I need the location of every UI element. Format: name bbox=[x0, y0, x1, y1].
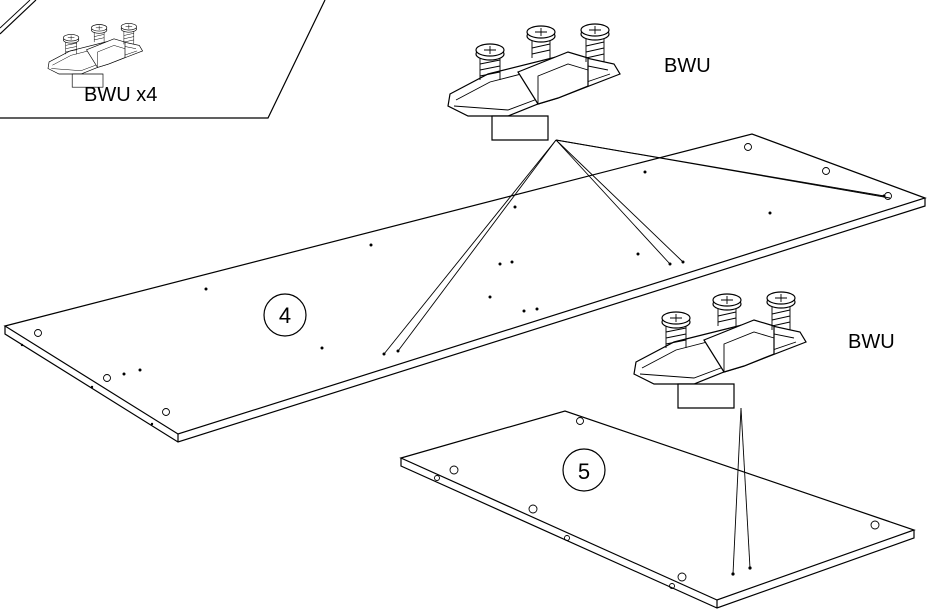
fitting-label-right: BWU bbox=[848, 331, 895, 353]
bwu-fitting-right: BWU bbox=[633, 291, 895, 575]
guide-lines-top bbox=[383, 139, 891, 355]
part-number-4: 4 bbox=[263, 293, 307, 337]
hardware-callout: BWU x4 bbox=[0, 0, 326, 119]
svg-text:4: 4 bbox=[279, 303, 291, 328]
part-number-5: 5 bbox=[562, 448, 606, 492]
bwu-small-icon bbox=[47, 23, 143, 88]
callout-label: BWU x4 bbox=[84, 84, 157, 106]
panel-5: 5 bbox=[399, 410, 916, 609]
guide-lines-right bbox=[732, 407, 751, 575]
panel-4: 4 bbox=[3, 133, 927, 443]
bwu-fitting-top: BWU bbox=[383, 23, 891, 355]
fitting-label-top: BWU bbox=[664, 55, 711, 77]
svg-text:5: 5 bbox=[578, 459, 590, 484]
